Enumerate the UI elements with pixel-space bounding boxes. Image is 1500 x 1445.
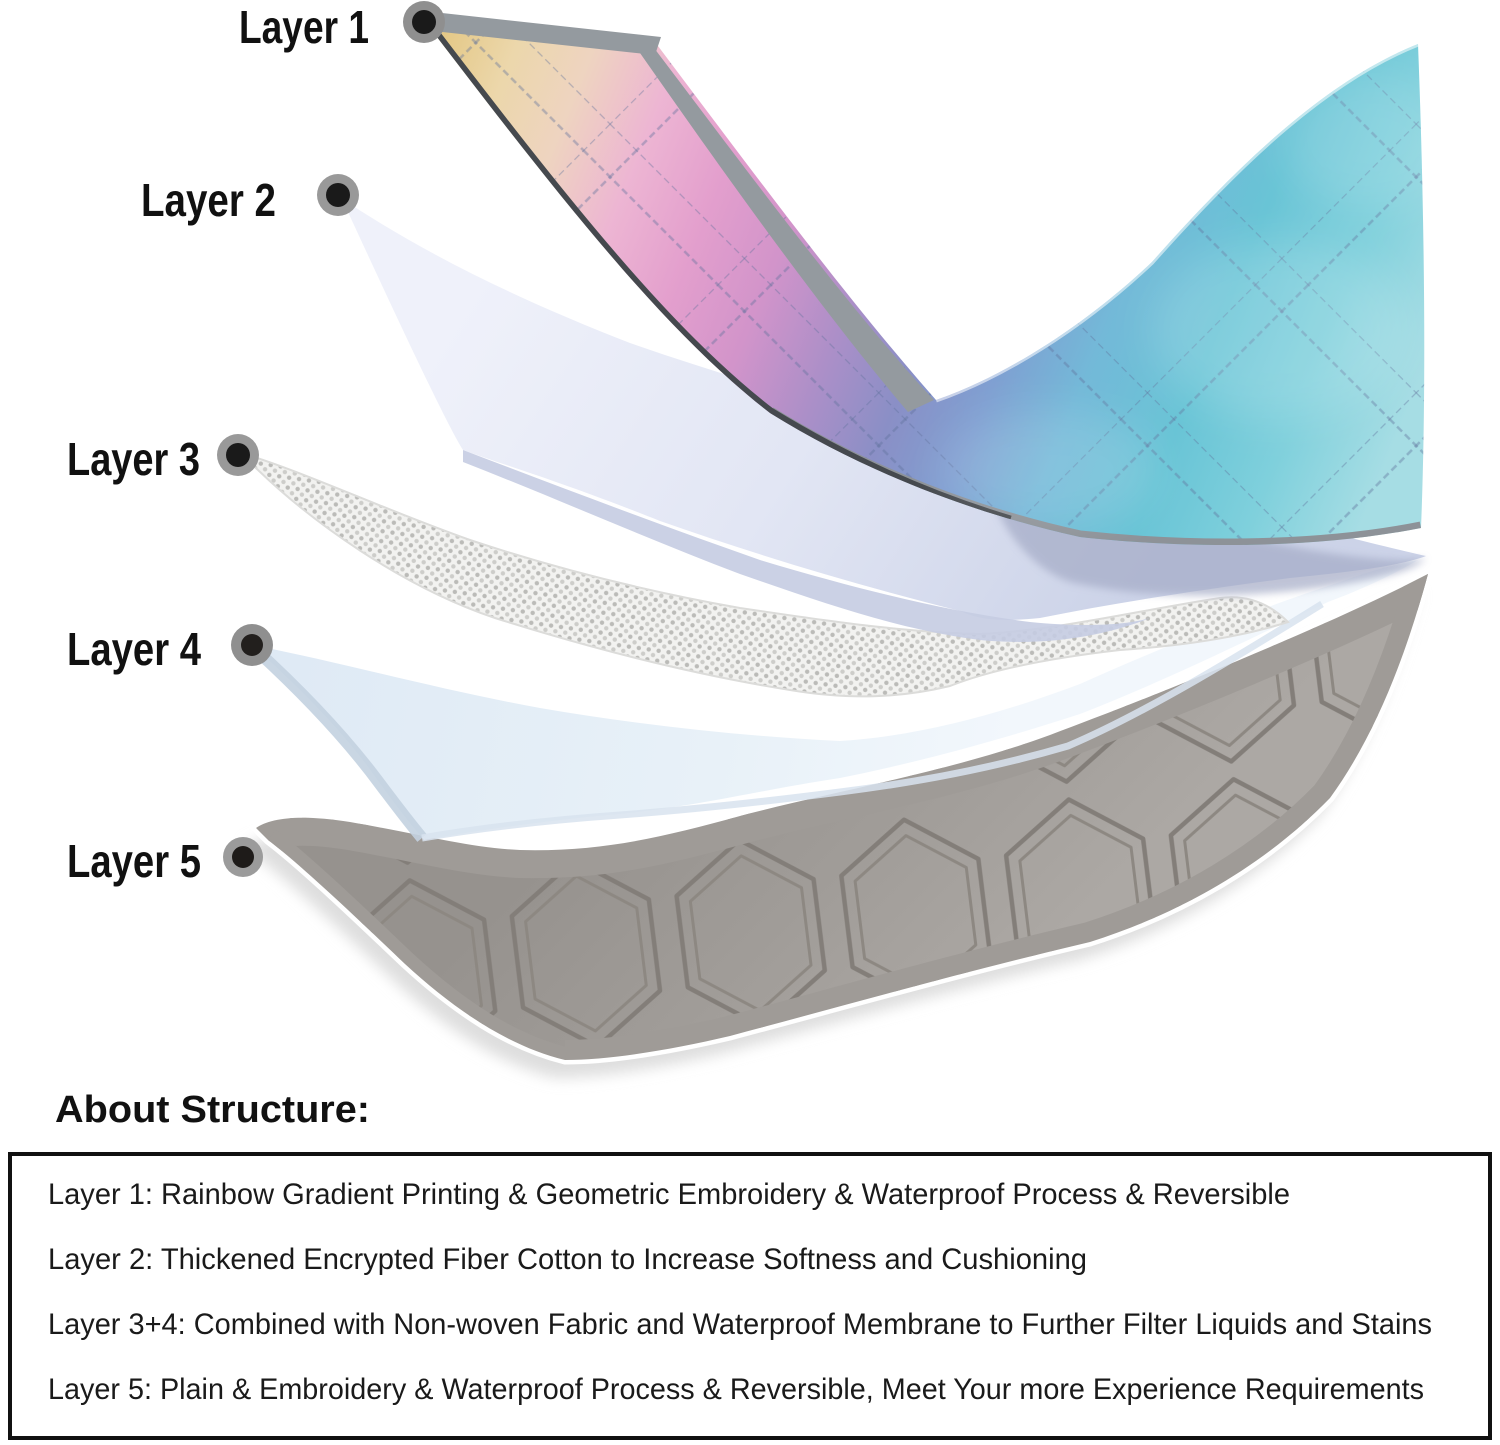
svg-text:Layer 3+4: Combined with Non-w: Layer 3+4: Combined with Non-woven Fabri…: [48, 1308, 1432, 1341]
svg-text:Layer 1: Layer 1: [239, 1, 369, 53]
svg-text:Layer 1: Rainbow Gradient Prin: Layer 1: Rainbow Gradient Printing & Geo…: [48, 1178, 1290, 1211]
svg-text:Layer 2: Layer 2: [141, 174, 276, 226]
svg-text:Layer 4: Layer 4: [67, 623, 201, 675]
svg-text:Layer 3: Layer 3: [67, 433, 200, 485]
svg-text:Layer 2: Thickened Encrypted F: Layer 2: Thickened Encrypted Fiber Cotto…: [48, 1243, 1087, 1276]
svg-text:Layer 5: Plain & Embroidery &: Layer 5: Plain & Embroidery & Waterproof…: [48, 1373, 1424, 1406]
svg-text:Layer 5: Layer 5: [67, 835, 201, 887]
svg-text:About Structure:: About Structure:: [55, 1089, 370, 1131]
